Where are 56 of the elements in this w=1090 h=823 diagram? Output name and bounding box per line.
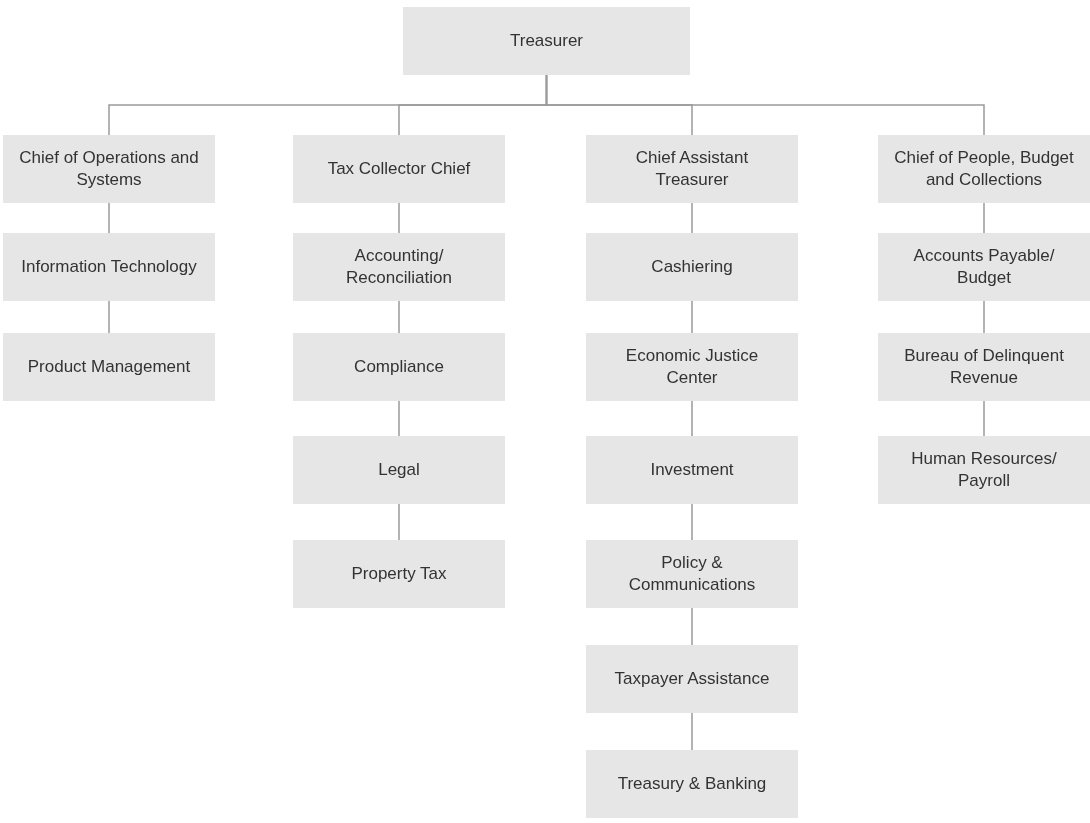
- org-box: [586, 333, 798, 401]
- role-label: Tax Collector Chief: [327, 157, 471, 180]
- org-box: [878, 436, 1090, 504]
- org-box: [878, 233, 1090, 301]
- org-box: [403, 7, 690, 75]
- role-label: Human Resources/ Payroll: [910, 447, 1058, 492]
- connector-line: [983, 202, 985, 234]
- connector-line: [691, 503, 693, 541]
- role-label: Economic Justice Center: [624, 344, 760, 389]
- org-box: [586, 645, 798, 713]
- role-label: Chief of People, Budget and Collections: [893, 146, 1075, 191]
- org-box: [293, 540, 505, 608]
- role-label: Bureau of Delinquent Revenue: [903, 344, 1065, 389]
- role-label: Compliance: [354, 355, 444, 378]
- org-box: [293, 436, 505, 504]
- role-label: Property Tax: [351, 562, 447, 585]
- role-label: Cashiering: [651, 255, 733, 278]
- role-label: Chief Assistant Treasurer: [634, 146, 750, 191]
- org-box: [586, 436, 798, 504]
- connector-line: [983, 400, 985, 437]
- connector-line: [545, 74, 985, 136]
- connector-line: [398, 202, 400, 234]
- org-box: [293, 233, 505, 301]
- connector-line: [983, 300, 985, 334]
- role-label: Product Management: [27, 355, 191, 378]
- org-box: [878, 333, 1090, 401]
- role-label: Investment: [650, 458, 734, 481]
- role-label: Accounts Payable/ Budget: [912, 244, 1056, 289]
- connector-line: [108, 300, 110, 334]
- org-box: [586, 540, 798, 608]
- connector-line: [691, 607, 693, 646]
- role-label: Chief of Operations and Systems: [18, 146, 200, 191]
- role-label: Taxpayer Assistance: [614, 667, 770, 690]
- connector-line: [691, 400, 693, 437]
- org-box: [878, 135, 1090, 203]
- role-label: Accounting/ Reconciliation: [345, 244, 453, 289]
- org-box: [3, 333, 215, 401]
- org-box: [586, 233, 798, 301]
- connector-line: [398, 503, 400, 541]
- org-box: [586, 135, 798, 203]
- org-box: [586, 750, 798, 818]
- role-label: Treasury & Banking: [617, 772, 767, 795]
- connector-line: [108, 202, 110, 234]
- org-box: [293, 135, 505, 203]
- connector-line: [691, 300, 693, 334]
- org-box: [293, 333, 505, 401]
- role-label: Information Technology: [21, 255, 197, 278]
- org-box: [3, 233, 215, 301]
- connector-line: [691, 202, 693, 234]
- role-label: Treasurer: [509, 29, 584, 52]
- role-label: Legal: [378, 458, 420, 481]
- connector-line: [691, 712, 693, 751]
- connector-line: [398, 400, 400, 437]
- connector-line: [398, 300, 400, 334]
- role-label: Policy & Communications: [627, 551, 757, 596]
- org-box: [3, 135, 215, 203]
